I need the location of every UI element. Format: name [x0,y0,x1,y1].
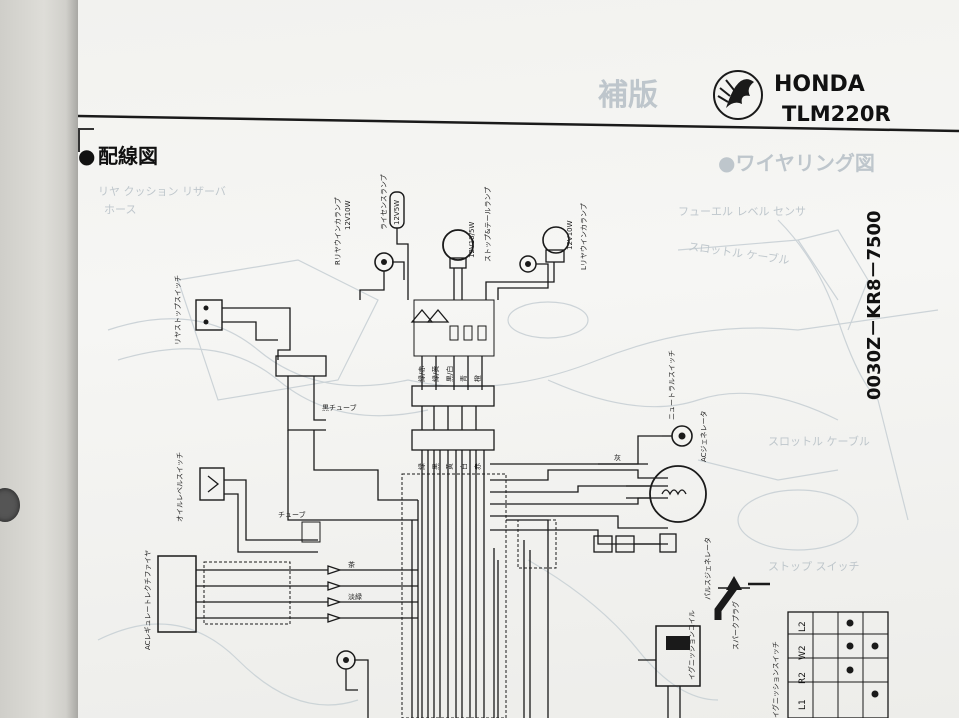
license-lamp-label: ライセンスランプ [380,174,388,230]
ghost-label-rear-cushion: リヤ クッション リザーバ [98,185,226,198]
ghost-section-title: ●ワイヤリング図 [718,151,875,175]
wire-label: 橙 [473,375,482,382]
r-winker-lamp: Rリヤウインカランプ 12V10W [334,197,405,300]
rear-lamps: Rリヤウインカランプ 12V10W 12V5W ライセンスランプ 12V18/5… [334,174,588,390]
table-header-r2: R2 [798,672,808,684]
ghost-label-hose: ホース [104,203,136,216]
wire-label: 黒 [432,463,440,470]
stop-tail-lamp: 12V18/5W ストップ&テールランプ [442,187,492,300]
header: HONDA TLM220R [78,70,959,133]
brand-name: HONDA [774,72,865,97]
ghost-label-throttle-cable: スロットル ケーブル [688,239,791,267]
stop-tail-rating: 12V18/5W [468,222,476,258]
main-harness [401,385,668,718]
lamp-connector-cluster [410,299,495,390]
oil-level-switch-label: オイルレベルスイッチ [176,452,184,522]
rear-stop-switch-label: リヤストップスイッチ [174,275,182,345]
wiring-diagram: リヤ クッション リザーバ ホース フューエル レベル センサ スロットル ケー… [78,70,959,718]
ignition-system: スパークプラグ イグニッションコイル [638,576,770,718]
table-header-l1: L1 [798,699,808,710]
wire-label: 緑/赤 [417,366,426,382]
table-header-l2: L2 [798,621,808,632]
ghost-heading: 補版 [597,78,658,113]
wire-label: 黄 [445,463,454,470]
manual-page: リヤ クッション リザーバ ホース フューエル レベル センサ スロットル ケー… [78,0,959,718]
ignition-coil-label: イグニッションコイル [687,610,696,680]
ac-generator: ACジェネレータ [626,410,708,523]
neutral-switch-label: ニュートラルスイッチ [668,350,676,420]
section-title-text: 配線図 [98,144,158,168]
wire-label: 黒/白 [445,366,454,382]
rear-stop-switch: リヤストップスイッチ 黒チューブ [174,275,418,521]
page-tab-mark [78,128,94,152]
l-winker-lamp: 12V10W Lリヤウインカランプ [485,203,588,300]
ghost-label-stop-switch: ストップ スイッチ [768,560,860,573]
ac-generator-label: ACジェネレータ [699,410,708,462]
left-page [0,0,80,718]
ignition-switch-table: イグニッションスイッチ L2 W2 R2 L1 [771,611,889,718]
wire-label: 白 [459,463,468,470]
ignition-switch-label: イグニッションスイッチ [771,641,780,718]
honda-wing-icon [713,70,763,120]
binder-hole [0,488,20,522]
wire-label: 赤 [474,463,482,470]
wire-label: 淡緑 [348,592,362,601]
table-header-w2: W2 [798,645,808,660]
neutral-switch: ニュートラルスイッチ [598,350,693,465]
wire-label: 灰 [614,453,621,462]
ac-regulator-label: ACレギュレートレクチファイヤ [144,550,152,650]
wire-label: 緑/黄 [431,366,440,382]
ac-regulator-rectifier: ACレギュレートレクチファイヤ [144,550,418,650]
oil-level-switch: オイルレベルスイッチ チューブ [176,452,321,553]
pulse-generator-label: パルスジェネレータ [703,537,712,600]
section-title: ● 配線図 [78,144,158,168]
pulse-generator: パルスジェネレータ [593,533,712,600]
r-winker-rating: 12V10W [344,200,352,230]
wire-label: 茶 [348,560,355,569]
r-winker-label: Rリヤウインカランプ [334,197,342,265]
l-winker-rating: 12V10W [566,220,574,250]
header-rule [78,114,959,133]
show-through-artwork: リヤ クッション リザーバ ホース フューエル レベル センサ スロットル ケー… [97,78,939,706]
part-number: 0030Z－KR8－7500 [864,210,885,400]
stop-tail-label: ストップ&テールランプ [484,187,492,262]
bottom-left-lamp [336,650,369,718]
ghost-label-throttle-cable-2: スロットル ケーブル [768,434,870,448]
ghost-label-fuel-level: フューエル レベル センサ [678,205,806,218]
wire-label: 青 [459,375,468,382]
license-lamp-rating: 12V5W [393,200,401,225]
tube-black-label: 黒チューブ [322,403,357,412]
wire-label: 緑 [417,463,426,470]
license-lamp: 12V5W ライセンスランプ [380,174,409,300]
tube-label: チューブ [278,510,306,519]
wire-labels: 緑/赤 緑/黄 黒/白 青 橙 緑 黒 黄 白 赤 茶 淡緑 灰 [348,366,621,601]
section-bullet: ● [78,144,95,168]
model-name: TLM220R [782,102,891,126]
spark-plug-label: スパークプラグ [731,601,740,650]
l-winker-label: Lリヤウインカランプ [580,203,588,270]
